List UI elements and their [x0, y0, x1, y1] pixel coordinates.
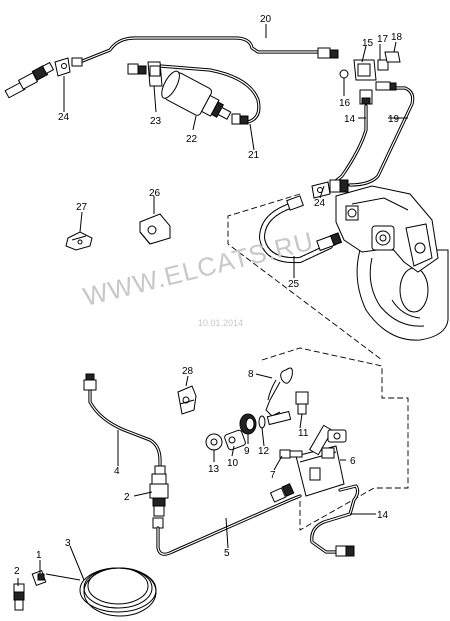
callout-20: 20 [260, 14, 272, 25]
bushing-10 [224, 429, 246, 451]
union-2 [149, 473, 169, 517]
callout-18: 18 [391, 32, 403, 43]
callout-labels: 20 15 17 18 16 14 19 24 23 22 21 26 27 2… [14, 14, 403, 577]
washer-12 [258, 415, 266, 429]
bolt-7 [279, 449, 303, 459]
brake-pipe-4 [83, 373, 166, 475]
callout-26: 26 [149, 188, 161, 199]
nut-13 [205, 433, 223, 451]
callout-16: 16 [339, 98, 351, 109]
callout-2-upper: 2 [124, 492, 130, 503]
bushing-9 [239, 413, 257, 435]
callout-10: 10 [227, 458, 239, 469]
clip-27 [65, 231, 93, 251]
union-23 [127, 61, 163, 87]
callout-4: 4 [114, 466, 120, 477]
callout-5: 5 [224, 548, 230, 559]
brake-disc [356, 249, 449, 341]
pressure-regulator-22 [161, 70, 232, 120]
brake-pipe-14-lower [310, 484, 360, 557]
brake-caliper [335, 185, 439, 273]
callout-14-upper: 14 [344, 114, 356, 125]
brake-pipe-19 [348, 86, 415, 187]
callout-23: 23 [150, 116, 162, 127]
brake-pipe-14-upper [330, 104, 368, 186]
spring-8 [265, 367, 293, 417]
callout-17: 17 [377, 34, 389, 45]
watermark-date: 10.01.2014 [198, 318, 243, 328]
callout-14-lower: 14 [377, 510, 389, 521]
callout-28: 28 [182, 366, 194, 377]
callout-19: 19 [388, 114, 400, 125]
leader-lines [17, 24, 408, 586]
watermark-text: WWW.ELCATS.RU [80, 226, 317, 312]
callout-24-right: 24 [314, 198, 326, 209]
dashed-leader-lower [261, 347, 409, 531]
callout-21: 21 [248, 150, 260, 161]
callout-13: 13 [208, 464, 220, 475]
callout-8: 8 [248, 369, 254, 380]
callout-27: 27 [76, 202, 88, 213]
clip-28 [177, 385, 197, 415]
bleeder-fitting-24-right [311, 179, 349, 199]
callout-7: 7 [270, 470, 276, 481]
sensor-fitting-24-left [4, 57, 83, 99]
coiled-brake-pipe-3 [45, 567, 157, 617]
callout-15: 15 [362, 38, 374, 49]
brake-pipe-20 [78, 36, 320, 64]
callout-24-left: 24 [58, 112, 70, 123]
bracket-26 [139, 213, 171, 245]
callout-11: 11 [298, 428, 309, 439]
brake-hose-25 [258, 195, 343, 264]
callout-6: 6 [350, 456, 356, 467]
callout-22: 22 [186, 134, 198, 145]
union-2-lower [13, 583, 25, 611]
callout-2-lower: 2 [14, 566, 20, 577]
dashed-leader-upper [227, 193, 383, 361]
brake-pressure-regulator-6 [295, 424, 347, 497]
brake-pipe-5 [156, 483, 302, 556]
callout-3: 3 [65, 538, 71, 549]
fitting-21 [231, 113, 249, 125]
distribution-block-15 [317, 47, 401, 105]
callout-12: 12 [258, 446, 270, 457]
callout-1: 1 [36, 550, 42, 561]
callout-9: 9 [244, 446, 250, 457]
callout-25: 25 [288, 279, 300, 290]
bolt-11 [266, 391, 309, 426]
union-1 [31, 570, 47, 586]
